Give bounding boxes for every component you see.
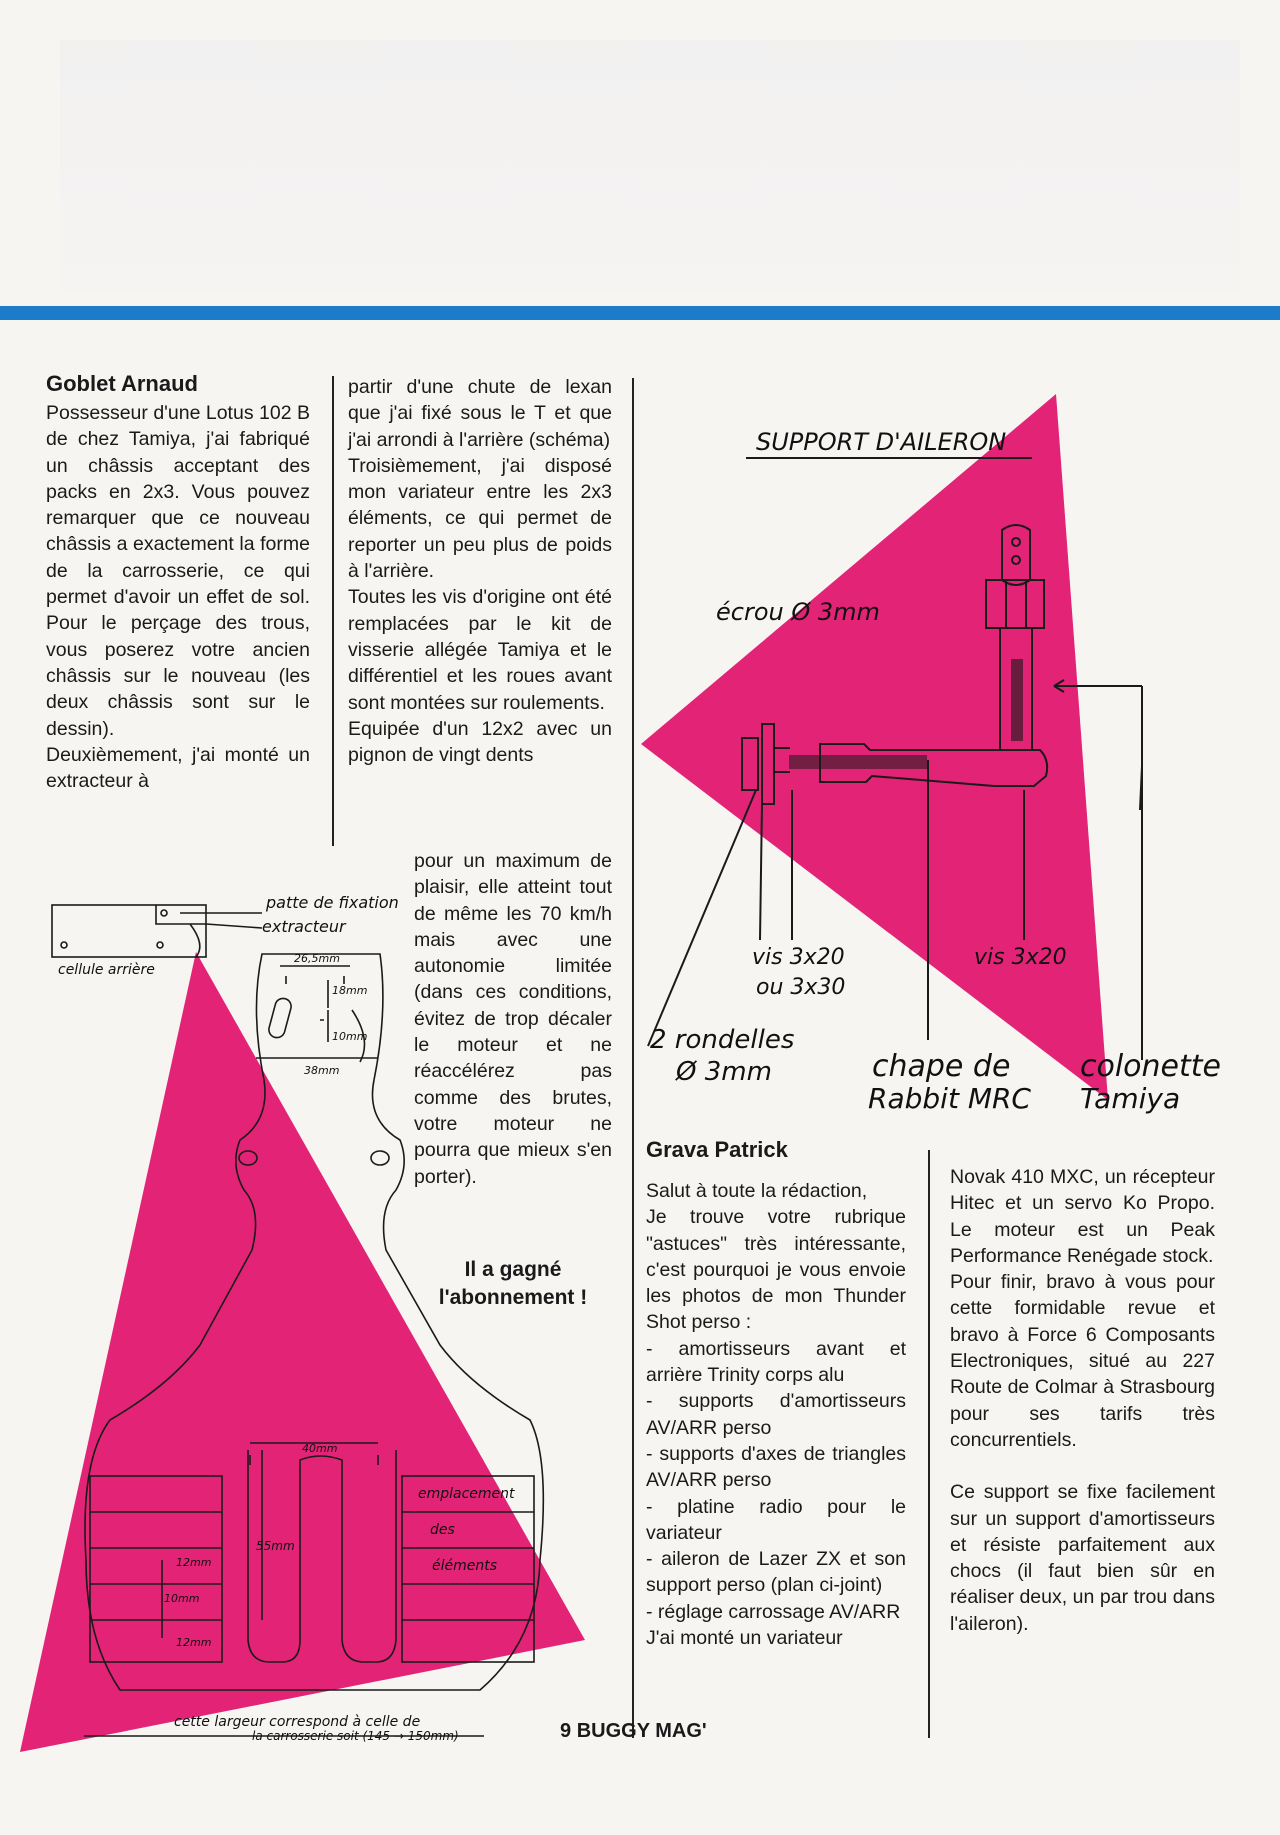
column-2: partir d'une chute de lexan que j'ai fix… — [348, 374, 612, 768]
label-extracteur: extracteur — [262, 917, 347, 936]
label-cellule: cellule arrière — [58, 962, 155, 978]
paragraph: Deuxièmement, j'ai monté un extracteur à — [46, 743, 310, 793]
paragraph: Novak 410 MXC, un récepteur Hitec et un … — [950, 1166, 1215, 1267]
list-item: - platine radio pour le variateur — [646, 1495, 906, 1544]
dim-10b: 10mm — [164, 1592, 199, 1605]
dim-12a: 12mm — [176, 1556, 211, 1569]
label-vis1a: vis 3x20 — [752, 945, 845, 970]
label-vis2: vis 3x20 — [974, 945, 1067, 970]
label-empl2: des — [430, 1522, 455, 1538]
column-2-continued: pour un maximum de plaisir, elle atteint… — [414, 848, 612, 1190]
paragraph: pour un maximum de plaisir, elle atteint… — [414, 850, 612, 1188]
page-footer: 9 BUGGY MAG' — [560, 1720, 707, 1743]
author-goblet: Goblet Arnaud — [46, 371, 198, 396]
label-largeur1: cette largeur correspond à celle de — [174, 1714, 420, 1730]
rear-cell-outline — [51, 904, 207, 958]
list-item: - amortisseurs avant et arrière Trinity … — [646, 1337, 906, 1387]
paragraph: Equipée d'un 12x2 avec un pignon de ving… — [348, 717, 612, 767]
dim-12b: 12mm — [176, 1636, 211, 1649]
list-item: - supports d'amortisseurs AV/ARR perso — [646, 1390, 906, 1439]
chassis-drawing — [51, 904, 545, 1737]
paragraph: Je trouve votre rubrique "astuces" très … — [646, 1206, 906, 1334]
paragraph: Salut à toute la rédaction, — [646, 1180, 868, 1202]
page-number: 9 — [560, 1720, 572, 1742]
paragraph: Possesseur d'une Lotus 102 B de chez Tam… — [46, 402, 310, 740]
label-colonette1: colonette — [1080, 1049, 1221, 1084]
aileron-title: SUPPORT D'AILERON — [756, 428, 1006, 456]
aileron-drawing — [647, 457, 1143, 1060]
list-item: - réglage carrossage AV/ARR — [646, 1600, 901, 1623]
column-4: Novak 410 MXC, un récepteur Hitec et un … — [950, 1164, 1215, 1637]
winner-note: Il a gagné l'abonnement ! — [438, 1258, 588, 1309]
column-rule — [928, 1150, 930, 1738]
chassis-outline — [84, 953, 545, 1691]
label-empl1: emplacement — [418, 1486, 515, 1502]
magazine-name: BUGGY MAG' — [576, 1720, 707, 1742]
label-empl3: éléments — [432, 1558, 497, 1574]
label-patte: patte de fixation — [265, 893, 399, 912]
rear-cell-bracket — [155, 905, 206, 958]
magenta-triangle-right — [641, 394, 1108, 1100]
label-ecrou: écrou Ø 3mm — [716, 598, 880, 626]
label-rondelles2: Ø 3mm — [675, 1057, 772, 1087]
dim-55: 55mm — [256, 1539, 295, 1553]
list-item: - supports d'axes de triangles AV/ARR pe… — [646, 1442, 906, 1492]
battery-pack-right — [401, 1475, 535, 1663]
label-vis1b: ou 3x30 — [756, 975, 845, 1000]
dim-40: 40mm — [302, 1442, 337, 1455]
dim-26: 26,5mm — [294, 952, 340, 965]
hex-nut — [985, 579, 1045, 629]
column-1: Goblet Arnaud Possesseur d'une Lotus 102… — [46, 370, 310, 794]
aileron-labels: SUPPORT D'AILERON écrou Ø 3mm vis 3x20 o… — [650, 428, 1221, 1115]
dim-10a: 10mm — [332, 1030, 367, 1043]
paragraph: J'ai monté un variateur — [646, 1627, 843, 1650]
label-chape1: chape de — [872, 1049, 1010, 1084]
column-rule — [632, 378, 634, 1738]
paragraph: Ce support se fixe facilement sur un sup… — [950, 1481, 1215, 1635]
column-rule — [332, 376, 334, 846]
label-colonette2: Tamiya — [1080, 1082, 1180, 1115]
column-3: Grava Patrick Salut à toute la rédaction… — [646, 1136, 906, 1651]
magenta-triangle-left — [20, 952, 585, 1752]
washer — [741, 737, 759, 791]
nut — [761, 723, 775, 805]
paragraph: Troisièmement, j'ai disposé mon variateu… — [348, 454, 612, 583]
paragraph: Pour finir, bravo à vous pour cette form… — [950, 1271, 1215, 1451]
list-item: - aileron de Lazer ZX et son support per… — [646, 1548, 906, 1597]
blue-header-band — [0, 306, 1280, 320]
horizontal-arm — [819, 743, 1049, 787]
dim-38: 38mm — [304, 1064, 339, 1077]
chassis-labels: patte de fixation extracteur cellule arr… — [58, 893, 515, 1743]
label-largeur2: la carrosserie soit (145 → 150mm) — [252, 1729, 459, 1743]
dim-18: 18mm — [332, 984, 367, 997]
paragraph: partir d'une chute de lexan que j'ai fix… — [348, 376, 612, 451]
label-chape2: Rabbit MRC — [868, 1082, 1031, 1115]
battery-pack-left — [89, 1475, 223, 1663]
thread — [789, 755, 927, 769]
chassis-center-slot — [247, 1450, 397, 1663]
paragraph: Toutes les vis d'origine ont été remplac… — [348, 586, 612, 714]
author-grava: Grava Patrick — [646, 1137, 788, 1162]
faded-header-area — [60, 40, 1240, 290]
label-rondelles1: 2 rondelles — [650, 1025, 794, 1055]
